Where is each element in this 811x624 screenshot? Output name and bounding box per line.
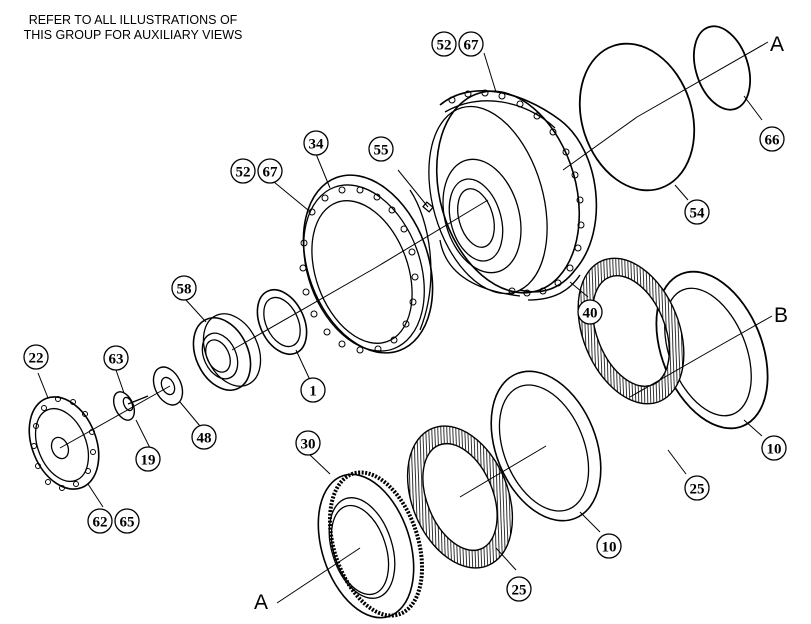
callout-54: 54 [684, 199, 710, 225]
callout-55: 55 [368, 136, 394, 162]
part-40-housing [428, 89, 598, 301]
note-line-1: REFER TO ALL ILLUSTRATIONS OF [28, 13, 238, 27]
callout-34: 34 [303, 130, 329, 156]
view-letter-b: B [774, 304, 788, 327]
part-54-disc [578, 42, 696, 192]
callout-67-top: 67 [458, 31, 484, 57]
part-55-bolt [397, 169, 434, 213]
svg-text:40: 40 [583, 306, 598, 322]
callout-10-right: 10 [761, 435, 787, 461]
part-34-bolt-ring [299, 186, 419, 354]
callout-10-middle: 10 [596, 533, 622, 559]
part-48-washer [152, 366, 184, 406]
callout-1: 1 [300, 377, 326, 403]
callout-58: 58 [171, 275, 197, 301]
view-letters: A A B [254, 33, 788, 614]
svg-text:52: 52 [236, 165, 251, 181]
part-25-friction-disc-lower [406, 425, 514, 569]
svg-text:63: 63 [109, 352, 124, 368]
svg-text:19: 19 [141, 453, 156, 469]
callout-30: 30 [295, 430, 321, 456]
note-line-2: THIS GROUP FOR AUXILIARY VIEWS [23, 28, 243, 42]
part-10-plate-middle [490, 370, 602, 522]
callout-62: 62 [87, 508, 113, 534]
part-19-hub [112, 391, 149, 421]
svg-text:67: 67 [464, 38, 480, 54]
svg-text:55: 55 [374, 143, 389, 159]
part-66-disc [693, 25, 751, 111]
svg-text:67: 67 [263, 165, 279, 181]
svg-text:52: 52 [437, 38, 452, 54]
svg-text:30: 30 [301, 437, 316, 453]
callout-67-mid: 67 [257, 158, 283, 184]
callout-65: 65 [114, 508, 140, 534]
callout-19: 19 [135, 446, 161, 472]
svg-text:1: 1 [309, 384, 317, 400]
callout-48: 48 [191, 424, 217, 450]
svg-text:58: 58 [177, 282, 192, 298]
leader-lines [37, 52, 763, 571]
svg-text:10: 10 [767, 442, 782, 458]
callout-balloons: 52 67 34 55 52 67 66 54 58 40 22 [23, 31, 787, 602]
part-22-flange-cover [28, 396, 100, 491]
svg-text:25: 25 [690, 482, 705, 498]
svg-text:66: 66 [765, 133, 781, 149]
part-25-friction-disc-upper [577, 257, 685, 405]
svg-text:25: 25 [512, 583, 527, 599]
part-40-bolt-ring [448, 89, 585, 297]
callout-66: 66 [759, 126, 785, 152]
callout-25-lower: 25 [506, 576, 532, 602]
part-34-flange [299, 174, 434, 354]
callout-52-mid: 52 [230, 158, 256, 184]
callout-22: 22 [23, 344, 49, 370]
svg-text:65: 65 [120, 515, 135, 531]
svg-text:48: 48 [197, 431, 212, 447]
part-58-bearing [192, 313, 262, 391]
callout-25-upper: 25 [684, 475, 710, 501]
illustration-note: REFER TO ALL ILLUSTRATIONS OF THIS GROUP… [0, 13, 266, 43]
callout-63: 63 [103, 345, 129, 371]
axis-lines [59, 41, 773, 604]
svg-text:10: 10 [602, 540, 617, 556]
part-1-ring [256, 289, 308, 355]
part-30-pressure-plate [317, 470, 425, 619]
svg-text:54: 54 [690, 206, 706, 222]
svg-text:34: 34 [309, 137, 325, 153]
callout-52-top: 52 [431, 31, 457, 57]
view-letter-a-top: A [770, 33, 784, 56]
svg-text:22: 22 [29, 351, 44, 367]
callout-40: 40 [577, 299, 603, 325]
svg-text:62: 62 [93, 515, 108, 531]
view-letter-a-bottom: A [254, 591, 268, 614]
